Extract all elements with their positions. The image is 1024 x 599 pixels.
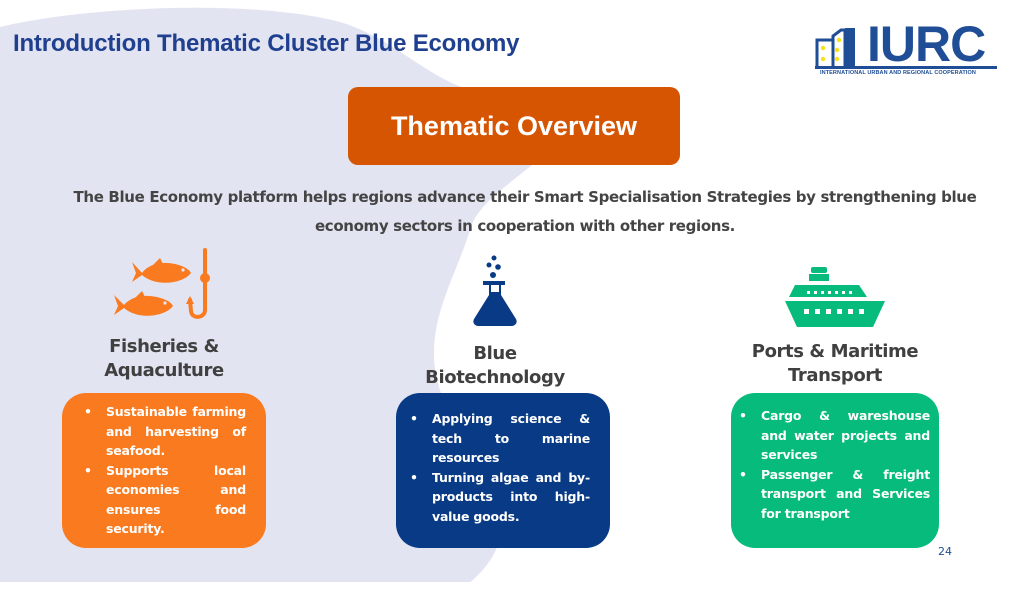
logo-underline xyxy=(815,66,997,69)
slide-title: Introduction Thematic Cluster Blue Econo… xyxy=(13,30,520,57)
heading-line: Ports & Maritime xyxy=(751,341,919,362)
bullet-list: • Sustainable farming and harvesting of s… xyxy=(84,402,246,539)
heading-ports-maritime-transport: Ports & Maritime Transport xyxy=(735,340,935,388)
list-item-text: Passenger & freight transport and Servic… xyxy=(761,466,930,521)
bullet-icon: • xyxy=(410,411,418,426)
list-item: • Supports local economies and ensures fo… xyxy=(84,461,246,539)
list-item: • Passenger & freight transport and Servi… xyxy=(739,465,930,524)
biotechnology-card: • Applying science & tech to marine resou… xyxy=(396,393,610,548)
list-item-text: Supports local economies and ensures foo… xyxy=(106,462,246,537)
ship-icon xyxy=(785,267,885,327)
ports-transport-card: • Cargo & wareshouse and water projects a… xyxy=(731,393,939,548)
bullet-list: • Applying science & tech to marine resou… xyxy=(410,409,590,526)
fish-and-hook-icon xyxy=(114,248,210,319)
list-item-text: Turning algae and by-products into high-… xyxy=(432,469,590,524)
city-buildings-icon xyxy=(815,28,855,68)
page-number: 24 xyxy=(938,545,952,558)
heading-line: Blue xyxy=(473,343,517,364)
intro-paragraph: The Blue Economy platform helps regions … xyxy=(73,188,977,235)
heading-line: Aquaculture xyxy=(104,360,224,381)
bullet-icon: • xyxy=(410,469,418,485)
list-item-text: Sustainable farming and harvesting of se… xyxy=(106,404,246,458)
logo-text: IURC xyxy=(867,16,986,72)
iurc-logo: IURC INTERNATIONAL URBAN AND REGIONAL CO… xyxy=(815,16,1005,82)
banner-label: Thematic Overview xyxy=(390,110,638,141)
bullet-icon: • xyxy=(739,408,747,423)
fisheries-card: • Sustainable farming and harvesting of s… xyxy=(62,393,266,548)
list-item: • Turning algae and by-products into high… xyxy=(410,468,590,527)
list-item: • Applying science & tech to marine resou… xyxy=(410,409,590,468)
lab-flask-icon xyxy=(473,255,517,326)
list-item: • Cargo & wareshouse and water projects a… xyxy=(739,406,930,465)
heading-line: Transport xyxy=(788,365,882,386)
list-item-text: Cargo & wareshouse and water projects an… xyxy=(761,408,930,462)
bullet-icon: • xyxy=(739,466,747,482)
list-item-text: Applying science & tech to marine resour… xyxy=(432,411,590,465)
list-item: • Sustainable farming and harvesting of s… xyxy=(84,402,246,461)
bullet-icon: • xyxy=(84,404,92,419)
bottom-band xyxy=(0,582,1024,599)
heading-line: Fisheries & xyxy=(109,336,219,357)
thematic-overview-banner: Thematic Overview xyxy=(348,87,680,165)
bullet-list: • Cargo & wareshouse and water projects a… xyxy=(739,406,930,523)
heading-fisheries-aquaculture: Fisheries & Aquaculture xyxy=(74,335,254,383)
heading-line: Biotechnology xyxy=(425,367,565,388)
heading-blue-biotechnology: Blue Biotechnology xyxy=(400,342,590,390)
bullet-icon: • xyxy=(84,462,92,478)
logo-subtitle: INTERNATIONAL URBAN AND REGIONAL COOPERA… xyxy=(820,70,976,76)
